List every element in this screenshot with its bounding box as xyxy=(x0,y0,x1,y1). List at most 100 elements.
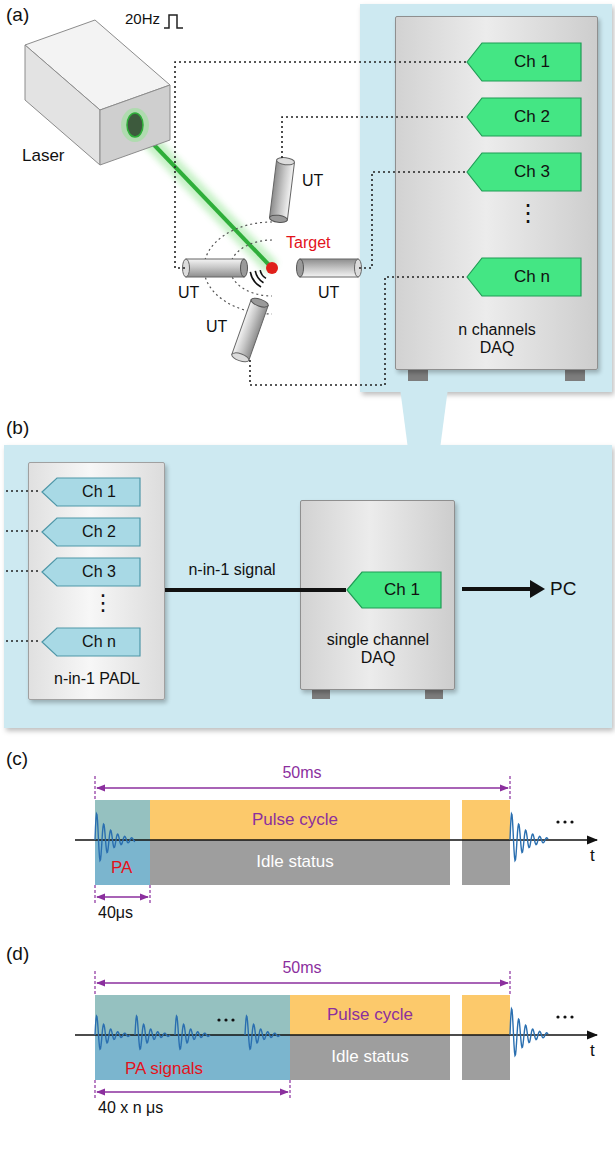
figure-label: (c) xyxy=(6,748,28,770)
transducer-cylinder xyxy=(231,296,270,363)
timeline-d xyxy=(75,971,597,1098)
tag-outline xyxy=(42,478,140,506)
ultrasound-transducer: UT xyxy=(185,257,245,279)
ellipsis-dot xyxy=(556,820,559,823)
signal-wire xyxy=(359,172,466,268)
node-label: Ch 1 xyxy=(514,52,550,72)
node-label: single channel DAQ xyxy=(322,631,434,668)
node-label: Ch 3 xyxy=(514,162,550,182)
ellipsis-dot xyxy=(217,1018,220,1021)
signal-line xyxy=(165,588,346,592)
rack-foot xyxy=(408,370,428,381)
channel-tag: Ch 1 xyxy=(466,42,582,82)
pa-waveform xyxy=(510,1009,548,1056)
transducer-cylinder xyxy=(297,259,362,277)
laser-lens xyxy=(127,113,143,137)
cylinder-face xyxy=(297,259,304,277)
figure-label: Target xyxy=(286,234,330,252)
input-leader xyxy=(6,570,38,571)
sound-arc xyxy=(250,272,261,287)
ellipsis-dot xyxy=(563,1015,566,1018)
dimension-tick xyxy=(509,971,510,995)
rack-foot xyxy=(425,690,443,699)
pa-waveform xyxy=(95,814,135,861)
dimension-arrow xyxy=(97,982,508,983)
transducer-body xyxy=(299,257,359,279)
figure-label: (d) xyxy=(6,943,29,965)
channel-tag: Ch 3 xyxy=(466,152,582,192)
ellipsis-dot xyxy=(570,1015,573,1018)
node-label: Ch n xyxy=(514,267,550,287)
node-label: Ch 2 xyxy=(514,107,550,127)
padl-rack: n-in-1 PADLCh 1Ch 2Ch 3Ch n xyxy=(28,462,165,700)
dimension-tick xyxy=(94,776,95,800)
transducer-cylinder xyxy=(183,259,248,277)
laser-end-face xyxy=(100,85,170,165)
figure-label: ⋮ xyxy=(92,590,114,615)
rack-foot xyxy=(565,370,585,381)
dimension-tick xyxy=(94,1080,95,1098)
tag-outline xyxy=(467,258,581,296)
figure-label: 40μs xyxy=(98,904,133,922)
signal-wire xyxy=(250,277,466,385)
ellipsis-dot xyxy=(224,1018,227,1021)
pa-waveform xyxy=(95,1016,130,1049)
time-axis xyxy=(75,839,597,841)
figure-label: (a) xyxy=(6,4,29,26)
node-label: Pulse cycle xyxy=(252,810,338,830)
figure-label: 50ms xyxy=(282,959,321,977)
node-label: n-in-1 PADL xyxy=(54,670,140,688)
node-label: Idle status xyxy=(331,1047,409,1067)
ultrasound-transducer: UT xyxy=(299,257,359,279)
dimension-tick xyxy=(289,1080,290,1098)
sound-arc xyxy=(260,270,266,278)
ellipsis-dot xyxy=(231,1018,234,1021)
signal-wire xyxy=(175,62,466,268)
pa-window: PA xyxy=(95,800,150,885)
node-label: Ch 1 xyxy=(384,580,420,600)
node-label: UT xyxy=(206,318,227,336)
pa-window: PA signals xyxy=(95,995,290,1080)
ellipsis-dot xyxy=(556,1015,559,1018)
figure-label: ⋮ xyxy=(516,200,540,228)
ellipsis-dot xyxy=(570,820,573,823)
signal-glow xyxy=(165,584,346,596)
node-label: Ch 1 xyxy=(82,483,116,501)
pa-waveforms xyxy=(95,814,548,1056)
figure-label: PC xyxy=(550,578,576,600)
node-label: Ch 2 xyxy=(82,523,116,541)
figure-label: t xyxy=(590,1041,595,1061)
cylinder-back xyxy=(183,259,190,277)
node-label: UT xyxy=(178,284,199,302)
node-label: Laser xyxy=(22,146,65,166)
input-leader xyxy=(6,490,38,491)
dimension-tick xyxy=(94,885,95,903)
tag-outline xyxy=(467,43,581,81)
figure-label: (b) xyxy=(6,417,29,439)
input-leader xyxy=(6,530,38,531)
cylinder-body xyxy=(270,160,295,220)
cylinder-body xyxy=(186,259,244,277)
dimension-tick xyxy=(149,885,150,903)
channel-tag: Ch 1 xyxy=(41,477,141,507)
dimension-tick xyxy=(509,776,510,800)
ellipsis-dot xyxy=(563,820,566,823)
pulse-cycle-bar-tail xyxy=(462,800,510,840)
cylinder-back xyxy=(231,351,250,364)
channel-tag: Ch n xyxy=(466,257,582,297)
tag-outline xyxy=(347,572,441,608)
idle-bar-tail xyxy=(462,840,510,885)
node-label: Pulse cycle xyxy=(327,1005,413,1025)
transducer-body xyxy=(266,158,298,222)
edge-label: n-in-1 signal xyxy=(188,561,275,579)
time-axis xyxy=(75,1034,597,1036)
tag-outline xyxy=(467,98,581,136)
padl-band xyxy=(4,445,612,728)
transducer-cylinder xyxy=(269,157,295,224)
cylinder-body xyxy=(300,259,358,277)
cylinder-face xyxy=(241,259,248,277)
node-label: n channels DAQ xyxy=(447,321,547,358)
node-label: PA signals xyxy=(125,1059,203,1079)
tag-outline xyxy=(42,518,140,546)
